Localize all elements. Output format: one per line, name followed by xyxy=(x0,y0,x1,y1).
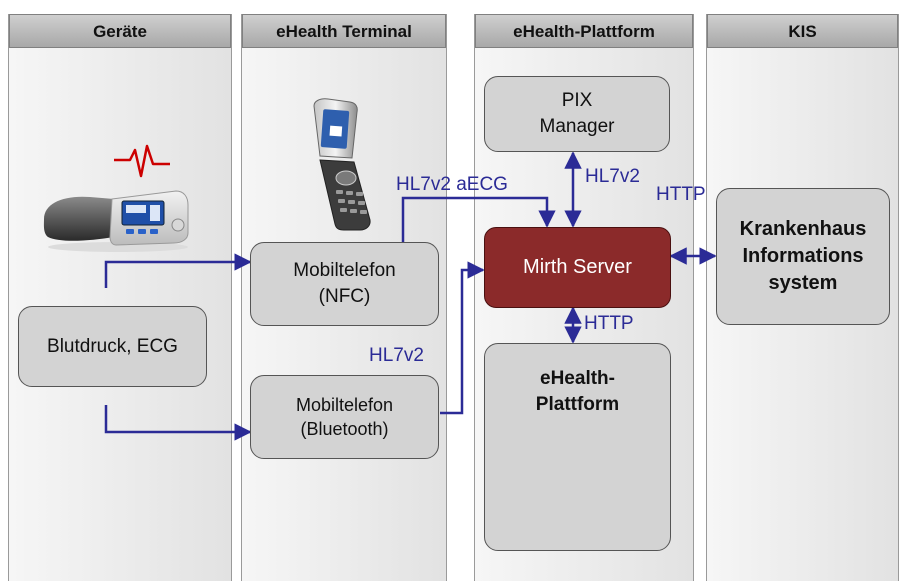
label-hl7v2-bluetooth: HL7v2 xyxy=(369,345,424,366)
node-blutdruck-ecg: Blutdruck, ECG xyxy=(18,306,207,387)
edge-blutdruck-bt xyxy=(104,405,252,441)
label-http-ehealth: HTTP xyxy=(584,313,634,334)
flip-phone-icon xyxy=(313,98,371,231)
node-ehealth-plattform: eHealth- Plattform xyxy=(484,343,671,551)
node-mobiltelefon-bluetooth: Mobiltelefon (Bluetooth) xyxy=(250,375,439,459)
label-hl7v2-pix: HL7v2 xyxy=(585,166,640,187)
edge-blutdruck-nfc xyxy=(104,253,252,288)
node-pix-manager: PIX Manager xyxy=(484,76,670,152)
lane-title: eHealth Terminal xyxy=(242,14,446,48)
node-mirth-server: Mirth Server xyxy=(484,227,671,308)
label-http-kis: HTTP xyxy=(656,184,706,205)
edge-bt-mirth xyxy=(440,261,485,415)
blood-pressure-monitor-icon xyxy=(43,190,189,252)
lane-title: KIS xyxy=(707,14,898,48)
node-mobiltelefon-nfc: Mobiltelefon (NFC) xyxy=(250,242,439,326)
lane-title: eHealth-Plattform xyxy=(475,14,693,48)
lane-geraete: Geräte xyxy=(8,14,232,581)
label-hl7v2-aecg: HL7v2 aECG xyxy=(396,174,508,195)
ecg-wave-icon xyxy=(114,144,170,178)
node-krankenhaus-informationssystem: Krankenhaus Informations system xyxy=(716,188,890,325)
edge-nfc-mirth xyxy=(401,196,556,242)
lane-title: Geräte xyxy=(9,14,231,48)
